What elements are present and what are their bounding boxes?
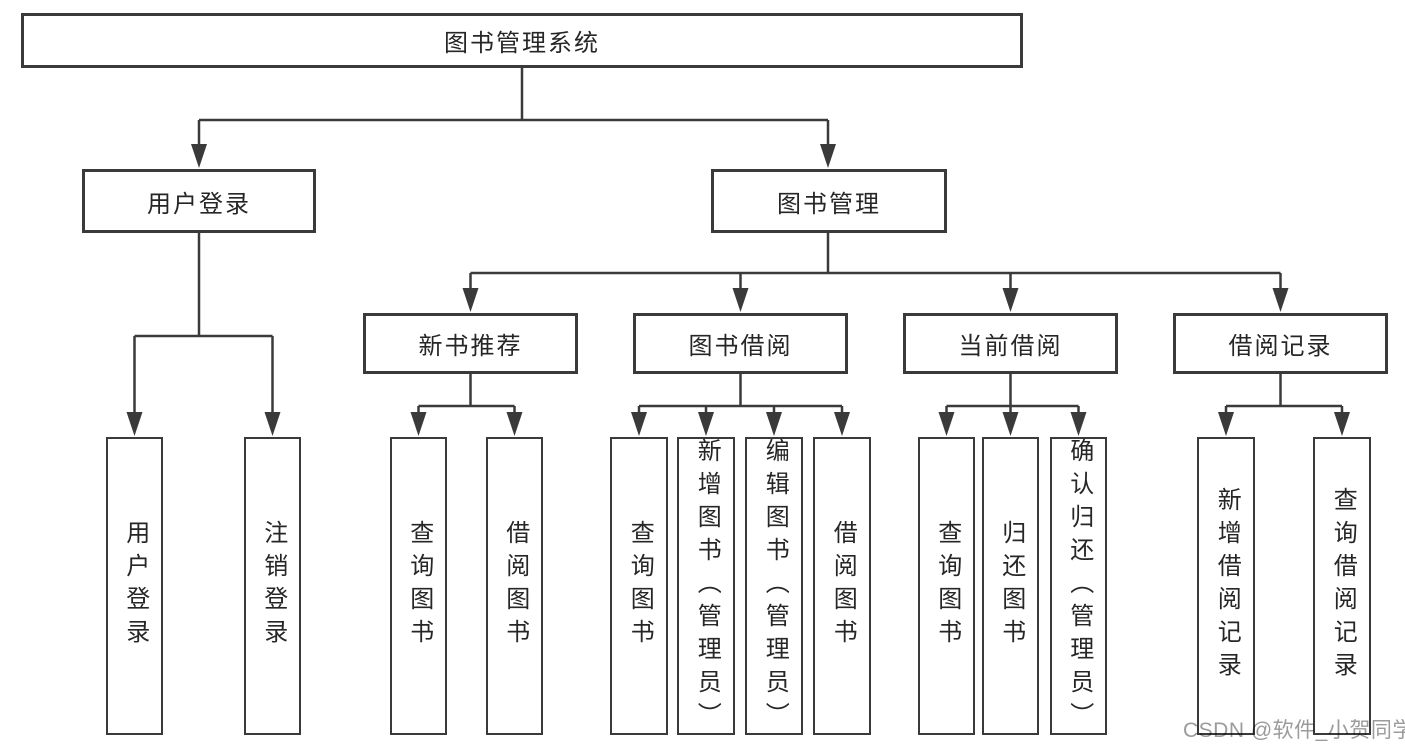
node-book-borrow: 图书借阅: [633, 313, 848, 374]
node-current-borrow: 当前借阅: [903, 313, 1118, 374]
leaf-query-books-recommend-label: 查询图书: [405, 520, 433, 652]
leaf-query-books-current: 查询图书: [918, 437, 975, 735]
leaf-confirm-return-admin: 确认归还（管理员）: [1050, 437, 1107, 735]
leaf-add-book-admin: 新增图书（管理员）: [677, 437, 735, 735]
leaf-user-login-label: 用户登录: [121, 520, 149, 652]
watermark-text: CSDN @软件_小贺同学: [1183, 719, 1405, 742]
leaf-confirm-return-admin-label: 确认归还（管理员）: [1065, 437, 1093, 735]
leaf-borrow-books-recommend-label: 借阅图书: [501, 520, 529, 652]
arrowheads: [126, 144, 1350, 436]
leaf-borrow-books-label: 借阅图书: [829, 520, 857, 652]
leaf-edit-book-admin: 编辑图书（管理员）: [745, 437, 803, 735]
node-borrow-records: 借阅记录: [1173, 313, 1388, 374]
leaf-query-books-recommend: 查询图书: [390, 437, 447, 735]
leaf-return-book: 归还图书: [982, 437, 1039, 735]
leaf-add-book-admin-label: 新增图书（管理员）: [693, 437, 721, 735]
node-book-management: 图书管理: [711, 169, 947, 233]
leaf-add-borrow-record: 新增借阅记录: [1197, 437, 1255, 735]
leaf-add-borrow-record-label: 新增借阅记录: [1213, 487, 1241, 685]
leaf-edit-book-admin-label: 编辑图书（管理员）: [761, 437, 789, 735]
leaf-borrow-books-recommend: 借阅图书: [486, 437, 543, 735]
leaf-query-borrow-record-label: 查询借阅记录: [1329, 487, 1357, 685]
node-new-book-recommend: 新书推荐: [363, 313, 578, 374]
leaf-user-login: 用户登录: [106, 437, 163, 735]
node-user-login: 用户登录: [82, 169, 316, 233]
leaf-logout: 注销登录: [244, 437, 301, 735]
leaf-logout-label: 注销登录: [259, 520, 287, 652]
leaf-query-books-current-label: 查询图书: [933, 520, 961, 652]
leaf-query-borrow-record: 查询借阅记录: [1313, 437, 1371, 735]
leaf-borrow-books: 借阅图书: [813, 437, 871, 735]
leaf-return-book-label: 归还图书: [997, 520, 1025, 652]
leaf-query-books-borrow: 查询图书: [610, 437, 668, 735]
leaf-query-books-borrow-label: 查询图书: [626, 520, 654, 652]
node-library-system: 图书管理系统: [21, 13, 1023, 68]
